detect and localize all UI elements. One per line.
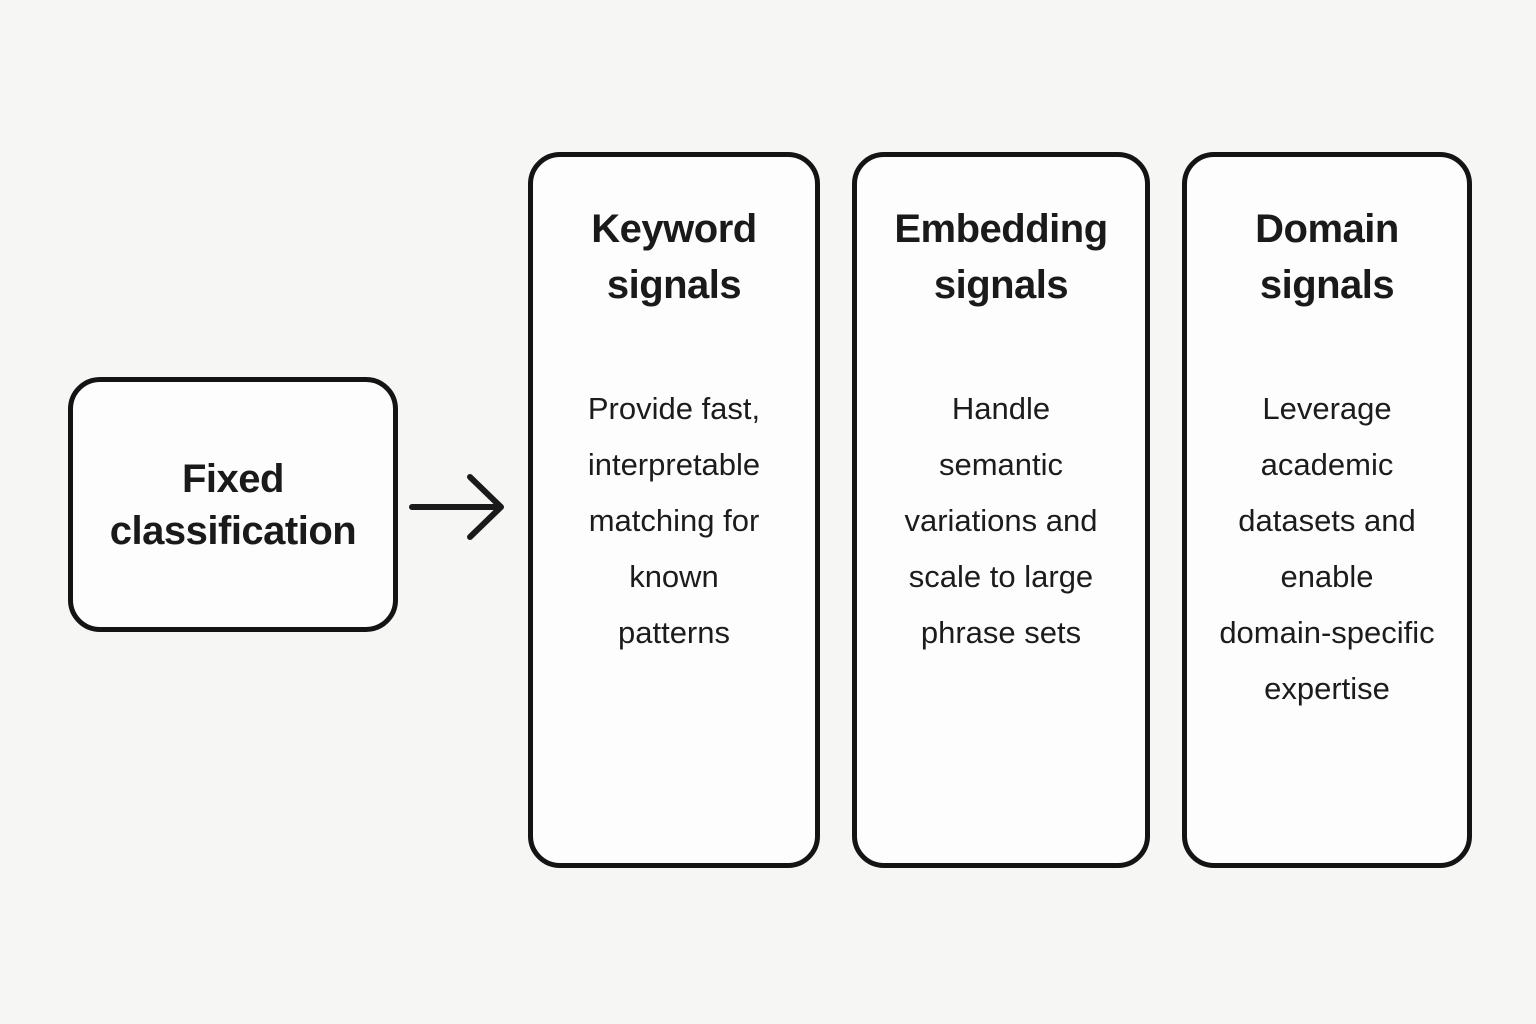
- embedding-signals-title: Embedding signals: [894, 207, 1108, 307]
- embedding-signals-card: Embedding signals Handle semantic variat…: [852, 152, 1150, 868]
- domain-signals-description: Leverage academic datasets and enable do…: [1219, 391, 1435, 706]
- fixed-classification-label: Fixed classification: [109, 456, 357, 553]
- keyword-signals-description: Provide fast, interpretable matching for…: [587, 391, 761, 650]
- embedding-signals-description: Handle semantic variations and scale to …: [904, 391, 1098, 650]
- right-arrow-icon: [406, 468, 510, 546]
- domain-signals-title: Domain signals: [1255, 207, 1399, 307]
- keyword-signals-card: Keyword signals Provide fast, interpreta…: [528, 152, 820, 868]
- keyword-signals-title: Keyword signals: [591, 207, 757, 307]
- domain-signals-card: Domain signals Leverage academic dataset…: [1182, 152, 1472, 868]
- fixed-classification-box: Fixed classification: [68, 377, 398, 632]
